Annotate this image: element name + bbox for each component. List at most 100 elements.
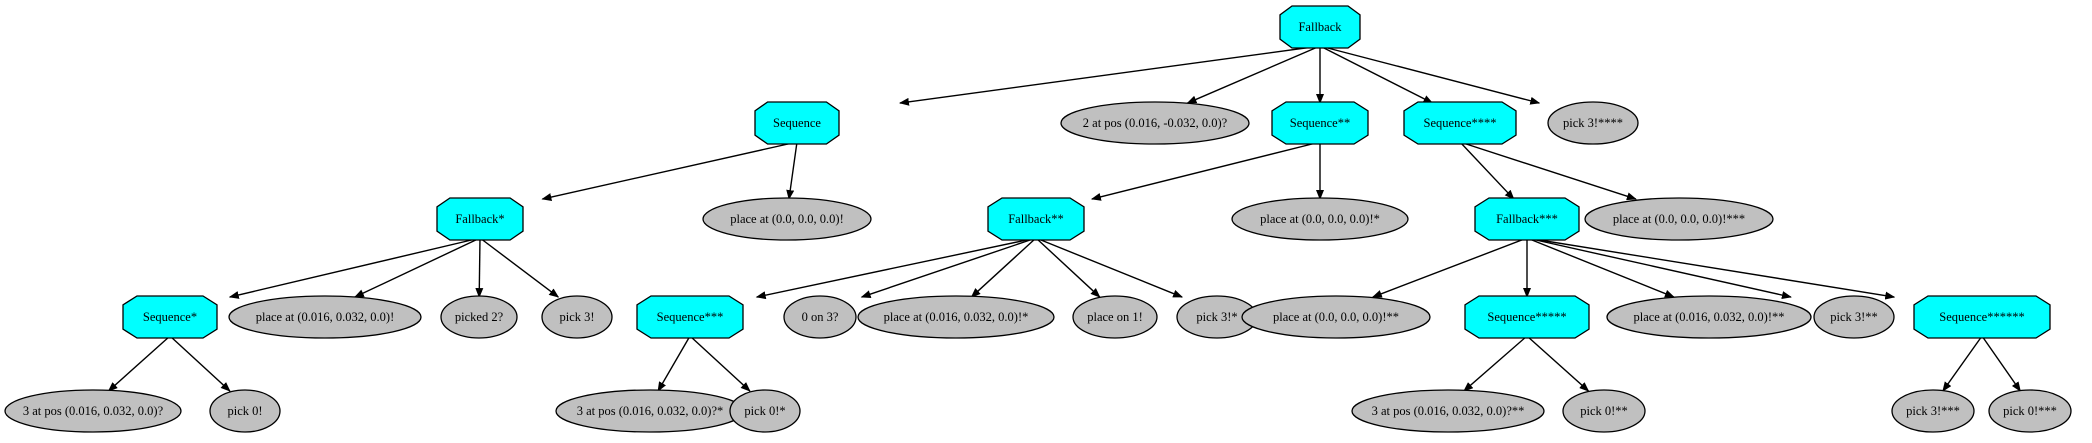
ellipse-shape — [702, 197, 872, 241]
control-node-fallbackstar: Fallback* — [436, 197, 524, 241]
ellipse-shape — [1231, 197, 1409, 241]
control-node-sequencestarstar: Sequence** — [1271, 101, 1369, 145]
node-label: place at (0.016, 0.032, 0.0)! — [256, 310, 395, 324]
node-label: place at (0.0, 0.0, 0.0)!*** — [1613, 212, 1745, 226]
edge-n10-to-n24 — [1526, 237, 1792, 299]
edge-n10-to-n23 — [1526, 237, 1675, 298]
ellipse-shape — [209, 389, 281, 433]
node-label: 3 at pos (0.016, 0.032, 0.0)?* — [577, 404, 724, 418]
node-label: pick 3!* — [1196, 310, 1237, 324]
octagon-shape — [636, 295, 744, 339]
leaf-node-place-at-0-0-0-0-0-0-star: place at (0.0, 0.0, 0.0)!* — [1231, 197, 1409, 241]
edge-n12-to-n27 — [169, 335, 231, 392]
ellipse-shape — [783, 295, 857, 339]
leaf-node-pick-0-starstar: pick 0!** — [1562, 389, 1646, 433]
control-node-sequencestarstarstarstarstarstar: Sequence****** — [1913, 295, 2051, 339]
edges — [107, 45, 2021, 392]
leaf-node-pick-3-starstarstarstar: pick 3!**** — [1547, 101, 1639, 145]
node-label: 3 at pos (0.016, 0.032, 0.0)?** — [1372, 404, 1525, 418]
leaf-node-place-at-0-0-0-0-0-0: place at (0.0, 0.0, 0.0)! — [702, 197, 872, 241]
edge-n8-to-n17 — [860, 237, 1037, 298]
leaf-node-0-on-3: 0 on 3? — [783, 295, 857, 339]
edge-n0-to-n1 — [898, 45, 1321, 106]
node-label: 3 at pos (0.016, 0.032, 0.0)? — [23, 404, 164, 418]
leaf-node-pick-0-starstarstar: pick 0!*** — [1988, 389, 2072, 433]
leaf-node-pick-3: pick 3! — [541, 295, 613, 339]
edge-n1-to-n7 — [786, 141, 798, 201]
ellipse-shape — [729, 389, 801, 433]
leaf-node-pick-3-starstarstar: pick 3!*** — [1891, 389, 1975, 433]
leaf-node-place-on-1: place on 1! — [1072, 295, 1158, 339]
node-label: place on 1! — [1087, 310, 1143, 324]
leaf-node-pick-0: pick 0! — [209, 389, 281, 433]
node-label: Fallback*** — [1496, 212, 1558, 226]
octagon-shape — [436, 197, 524, 241]
edge-n8-to-n20 — [1035, 237, 1184, 298]
node-label: 2 at pos (0.016, -0.032, 0.0)? — [1083, 116, 1228, 130]
ellipse-shape — [1606, 295, 1812, 339]
node-label: Sequence — [773, 116, 821, 130]
edge-n6-to-n13 — [353, 237, 481, 298]
node-label: picked 2? — [455, 310, 504, 324]
leaf-node-pick-3-starstar: pick 3!** — [1813, 295, 1895, 339]
control-node-sequencestar: Sequence* — [122, 295, 218, 339]
ellipse-shape — [4, 389, 182, 433]
node-label: pick 3! — [559, 310, 594, 324]
octagon-shape — [1279, 5, 1361, 49]
edge-n22-to-n31 — [1526, 335, 1590, 392]
node-label: Fallback* — [455, 212, 504, 226]
leaf-node-pick-0-star: pick 0!* — [729, 389, 801, 433]
control-node-sequencestarstarstarstarstar: Sequence***** — [1464, 295, 1590, 339]
edge-n16-to-n29 — [689, 335, 751, 392]
node-label: Sequence* — [143, 310, 197, 324]
edge-n3-to-n8 — [1090, 141, 1321, 201]
edge-n10-to-n25 — [1526, 237, 1896, 300]
edge-n25-to-n33 — [1981, 335, 2021, 392]
leaf-node-place-at-0-0-0-0-0-0-starstar: place at (0.0, 0.0, 0.0)!** — [1241, 295, 1431, 339]
octagon-shape — [1403, 101, 1517, 145]
node-label: pick 0!*** — [2003, 404, 2057, 418]
control-node-fallback: Fallback — [1279, 5, 1361, 49]
control-node-sequencestarstarstarstar: Sequence**** — [1403, 101, 1517, 145]
edge-n12-to-n26 — [107, 335, 171, 392]
edge-n6-to-n14 — [475, 237, 484, 299]
node-label: Sequence***** — [1487, 310, 1566, 324]
ellipse-shape — [1562, 389, 1646, 433]
node-label: place at (0.0, 0.0, 0.0)!** — [1273, 310, 1399, 324]
edge-n22-to-n30 — [1463, 335, 1528, 392]
control-node-sequence: Sequence — [754, 101, 840, 145]
octagon-shape — [754, 101, 840, 145]
node-label: Sequence*** — [657, 310, 724, 324]
edge-n8-to-n19 — [1035, 237, 1101, 298]
node-label: pick 0!* — [744, 404, 785, 418]
edge-n10-to-n21 — [1371, 237, 1528, 298]
node-label: pick 0!** — [1580, 404, 1628, 418]
edge-n4-to-n10 — [1459, 141, 1515, 200]
edge-n1-to-n6 — [541, 141, 798, 201]
leaf-node-place-at-0-0-0-0-0-0-starstarstar: place at (0.0, 0.0, 0.0)!*** — [1584, 197, 1774, 241]
node-label: Fallback** — [1008, 212, 1064, 226]
edge-n6-to-n12 — [228, 237, 481, 299]
edge-n0-to-n4 — [1319, 45, 1434, 104]
node-label: place at (0.0, 0.0, 0.0)!* — [1260, 212, 1380, 226]
ellipse-shape — [1241, 295, 1431, 339]
node-label: pick 0! — [227, 404, 262, 418]
node-label: place at (0.016, 0.032, 0.0)!* — [884, 310, 1029, 324]
leaf-node-3-at-pos-0-016-0-032-0-0: 3 at pos (0.016, 0.032, 0.0)? — [4, 389, 182, 433]
leaf-node-picked-2: picked 2? — [440, 295, 518, 339]
node-label: place at (0.016, 0.032, 0.0)!** — [1633, 310, 1784, 324]
edge-n0-to-n5 — [1319, 45, 1541, 105]
edge-n16-to-n28 — [657, 335, 691, 392]
edge-n0-to-n2 — [1186, 45, 1321, 104]
octagon-shape — [122, 295, 218, 339]
ellipse-shape — [1351, 389, 1545, 433]
ellipse-shape — [1813, 295, 1895, 339]
ellipse-shape — [857, 295, 1055, 339]
ellipse-shape — [541, 295, 613, 339]
node-label: Sequence** — [1290, 116, 1350, 130]
edge-n8-to-n16 — [755, 237, 1037, 300]
node-label: Fallback — [1298, 20, 1342, 34]
node-label: pick 3!** — [1830, 310, 1878, 324]
octagon-shape — [1474, 197, 1580, 241]
